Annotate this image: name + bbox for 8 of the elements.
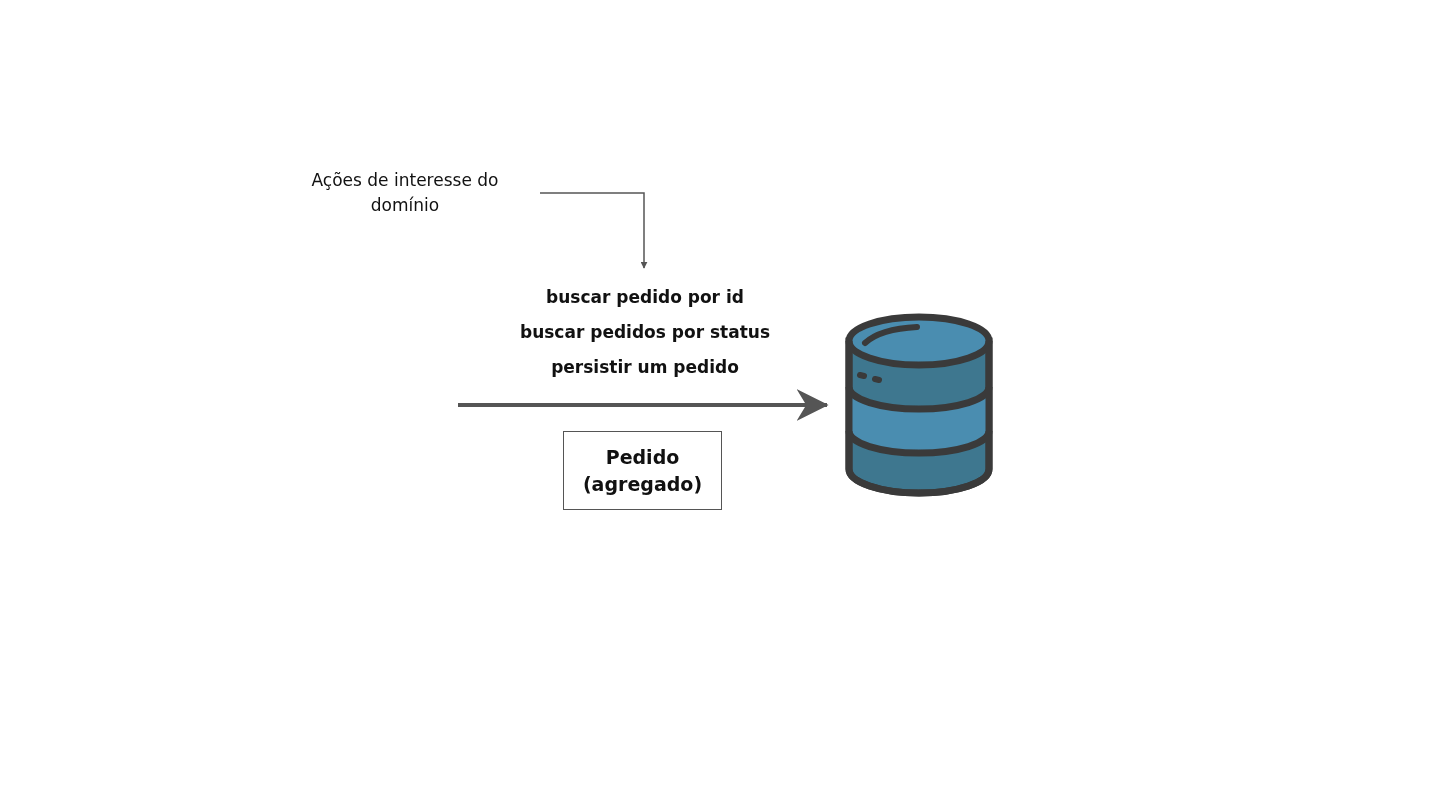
box-label: Pedido (agregado) xyxy=(582,444,703,497)
operation-label: buscar pedidos por status xyxy=(518,321,771,344)
operation-label: buscar pedido por id xyxy=(545,286,745,309)
arrow xyxy=(458,389,829,421)
operation-label: persistir um pedido xyxy=(550,356,740,379)
arrow xyxy=(539,192,648,269)
annotation-text: Ações de interesse do domínio xyxy=(310,169,500,217)
aggregate-box xyxy=(563,431,722,510)
